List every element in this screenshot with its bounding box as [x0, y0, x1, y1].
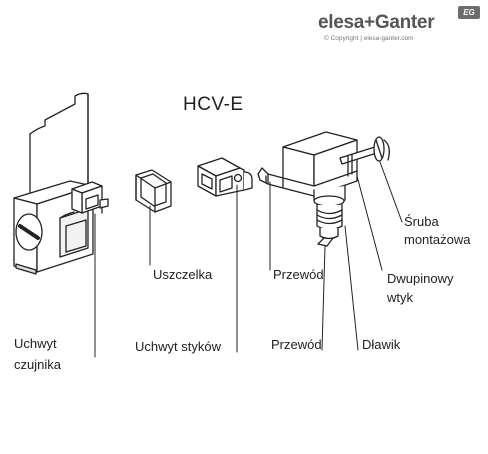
contact-holder [198, 158, 252, 196]
brand-badge: EG [458, 6, 480, 19]
sensor-holder [14, 181, 108, 274]
brand-copyright: © Copyright | elesa-ganter.com [324, 35, 414, 42]
label-przewod-upper: Przewód [273, 267, 324, 282]
label-sruba-montazowa: Śruba montażowa [404, 214, 470, 248]
leader-dlawik [345, 226, 358, 350]
label-uchwyt-czujnika: Uchwyt czujnika [14, 336, 61, 373]
leader-dwupinowy [357, 176, 382, 270]
label-dwupinowy-wtyk: Dwupinowy wtyk [387, 271, 453, 306]
diagram-title: HCV-E [183, 94, 244, 115]
label-przewod-lower: Przewód [271, 337, 322, 352]
label-uchwyt-stykow: Uchwyt styków [135, 339, 221, 354]
connector-housing [258, 132, 389, 246]
label-uchwyt-czujnika-line2: czujnika [14, 357, 61, 372]
label-uszczelka: Uszczelka [153, 267, 213, 282]
brand-logo: elesa+Ganter EG © Copyright | elesa-gant… [318, 6, 480, 46]
brand-name: elesa+Ganter [318, 12, 435, 33]
label-sruba-line1: Śruba [404, 214, 439, 229]
gasket [136, 170, 171, 212]
label-dlawik: Dławik [362, 337, 401, 352]
label-uchwyt-czujnika-line1: Uchwyt [14, 336, 57, 351]
label-sruba-line2: montażowa [404, 232, 471, 247]
leader-lines [95, 162, 402, 357]
leader-sruba [380, 162, 402, 222]
leader-przewod-lower [322, 246, 325, 350]
label-dwupinowy-line2: wtyk [387, 290, 413, 305]
label-dwupinowy-line1: Dwupinowy [387, 271, 454, 286]
mounting-wall [30, 93, 88, 200]
